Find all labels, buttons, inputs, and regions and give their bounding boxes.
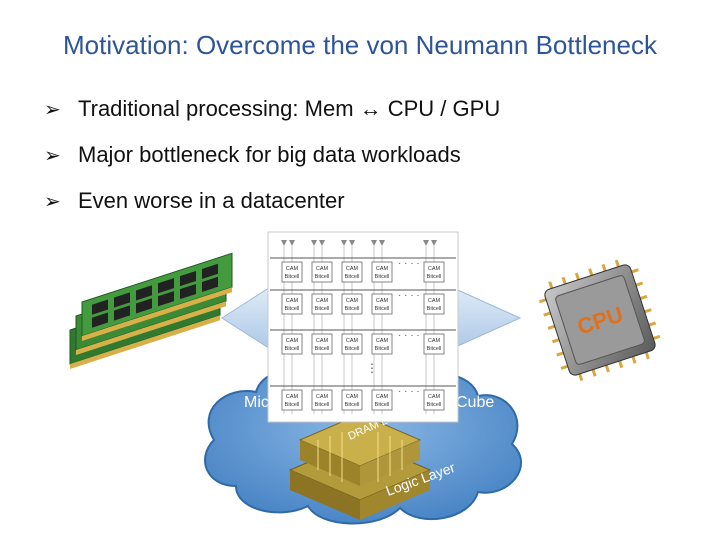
cam-bitcell-label: CAM — [428, 338, 441, 344]
slide-title: Motivation: Overcome the von Neumann Bot… — [63, 30, 657, 60]
cam-bitcell — [341, 261, 363, 283]
cam-bitcell — [371, 261, 393, 283]
cam-bitcell-label: Bitcell — [375, 346, 390, 352]
arrowhead-bullet-icon: ➢ — [44, 190, 61, 213]
cam-bitcell-label: Bitcell — [285, 274, 300, 280]
cam-bitcell-label: Bitcell — [375, 274, 390, 280]
cam-bitcell — [311, 389, 333, 411]
cam-bitcell-label: CAM — [316, 394, 329, 400]
cam-array-grid: CAMBitcellCAMBitcellCAMBitcellCAMBitcell… — [270, 240, 456, 414]
cam-bitcell-label: CAM — [346, 298, 359, 304]
cam-bitcell-label: CAM — [316, 298, 329, 304]
cam-bitcell — [423, 333, 445, 355]
cam-bitcell-label: CAM — [286, 298, 299, 304]
cam-bitcell — [341, 293, 363, 315]
cam-bitcell-label: Bitcell — [345, 346, 360, 352]
stacked-memory-die — [288, 413, 432, 520]
cam-bitcell — [311, 293, 333, 315]
input-driver-icon — [431, 240, 437, 246]
bullet-item: ➢ Traditional processing: Mem ↔ CPU / GP… — [44, 86, 500, 132]
vertical-ellipsis-icon: ⋮ — [366, 361, 378, 375]
cam-bitcell-label: CAM — [376, 338, 389, 344]
arrowhead-bullet-icon: ➢ — [44, 98, 61, 121]
cam-bitcell-label: Bitcell — [375, 402, 390, 408]
input-driver-icon — [319, 240, 325, 246]
cam-bitcell — [371, 293, 393, 315]
input-driver-icon — [349, 240, 355, 246]
ellipsis-icon: · · · · — [398, 290, 420, 301]
cam-bitcell-label: CAM — [286, 266, 299, 272]
input-driver-icon — [341, 240, 347, 246]
cam-bitcell-label: CAM — [428, 298, 441, 304]
bullet-item: ➢ Even worse in a datacenter — [44, 178, 500, 224]
cam-bitcell — [281, 389, 303, 411]
ram-modules-image — [69, 252, 233, 369]
cam-bitcell-label: CAM — [376, 266, 389, 272]
cam-bitcell — [281, 261, 303, 283]
cam-bitcell — [423, 389, 445, 411]
cam-bitcell-label: CAM — [376, 394, 389, 400]
cam-bitcell — [423, 261, 445, 283]
ellipsis-icon: · · · · — [398, 258, 420, 269]
cam-bitcell-label: Bitcell — [427, 346, 442, 352]
cam-bitcell-label: Bitcell — [285, 306, 300, 312]
cam-bitcell-label: Bitcell — [285, 346, 300, 352]
ellipsis-icon: · · · · — [398, 386, 420, 397]
ellipsis-icon: · · · · — [398, 330, 420, 341]
input-driver-icon — [311, 240, 317, 246]
cam-bitcell-label: Bitcell — [315, 274, 330, 280]
cloud-label-left: Mic — [244, 394, 269, 411]
bullet-list: ➢ Traditional processing: Mem ↔ CPU / GP… — [44, 86, 500, 224]
cam-bitcell — [281, 333, 303, 355]
cam-bitcell — [423, 293, 445, 315]
cam-bitcell-array: CAMBitcellCAMBitcellCAMBitcellCAMBitcell… — [267, 231, 459, 423]
cam-bitcell — [281, 293, 303, 315]
cam-bitcell — [371, 389, 393, 411]
cam-bitcell-label: Bitcell — [427, 402, 442, 408]
input-driver-icon — [423, 240, 429, 246]
cam-bitcell-label: Bitcell — [315, 402, 330, 408]
cam-bitcell-label: Bitcell — [315, 306, 330, 312]
cam-bitcell-label: CAM — [286, 394, 299, 400]
cam-bitcell-label: CAM — [376, 298, 389, 304]
cam-bitcell-label: Bitcell — [345, 306, 360, 312]
cam-bitcell-label: Bitcell — [427, 274, 442, 280]
bullet-item: ➢ Major bottleneck for big data workload… — [44, 132, 500, 178]
cam-bitcell-label: Bitcell — [315, 346, 330, 352]
input-driver-icon — [379, 240, 385, 246]
cam-bitcell-label: CAM — [316, 338, 329, 344]
input-driver-icon — [371, 240, 377, 246]
cam-bitcell-label: CAM — [346, 266, 359, 272]
cam-bitcell-label: Bitcell — [427, 306, 442, 312]
cam-bitcell-label: CAM — [428, 394, 441, 400]
cam-bitcell-label: Bitcell — [345, 274, 360, 280]
input-driver-icon — [289, 240, 295, 246]
cam-bitcell — [341, 333, 363, 355]
gpu-chip-image: CPU — [538, 259, 661, 382]
bullet-text: Even worse in a datacenter — [78, 188, 345, 213]
cam-bitcell-label: CAM — [286, 338, 299, 344]
cam-bitcell — [341, 389, 363, 411]
cam-bitcell-label: CAM — [346, 394, 359, 400]
cam-bitcell — [311, 261, 333, 283]
cam-bitcell-label: Bitcell — [285, 402, 300, 408]
cam-bitcell-label: CAM — [316, 266, 329, 272]
cloud-label-right: Cube — [456, 394, 494, 411]
cam-bitcell-label: Bitcell — [345, 402, 360, 408]
cam-bitcell-label: Bitcell — [375, 306, 390, 312]
cam-bitcell — [311, 333, 333, 355]
cam-bitcell-label: CAM — [428, 266, 441, 272]
input-driver-icon — [281, 240, 287, 246]
arrowhead-bullet-icon: ➢ — [44, 144, 61, 167]
cam-bitcell — [371, 333, 393, 355]
bullet-text: Major bottleneck for big data workloads — [78, 142, 461, 167]
cam-bitcell-label: CAM — [346, 338, 359, 344]
bullet-text: Traditional processing: Mem ↔ CPU / GPU — [78, 96, 501, 121]
